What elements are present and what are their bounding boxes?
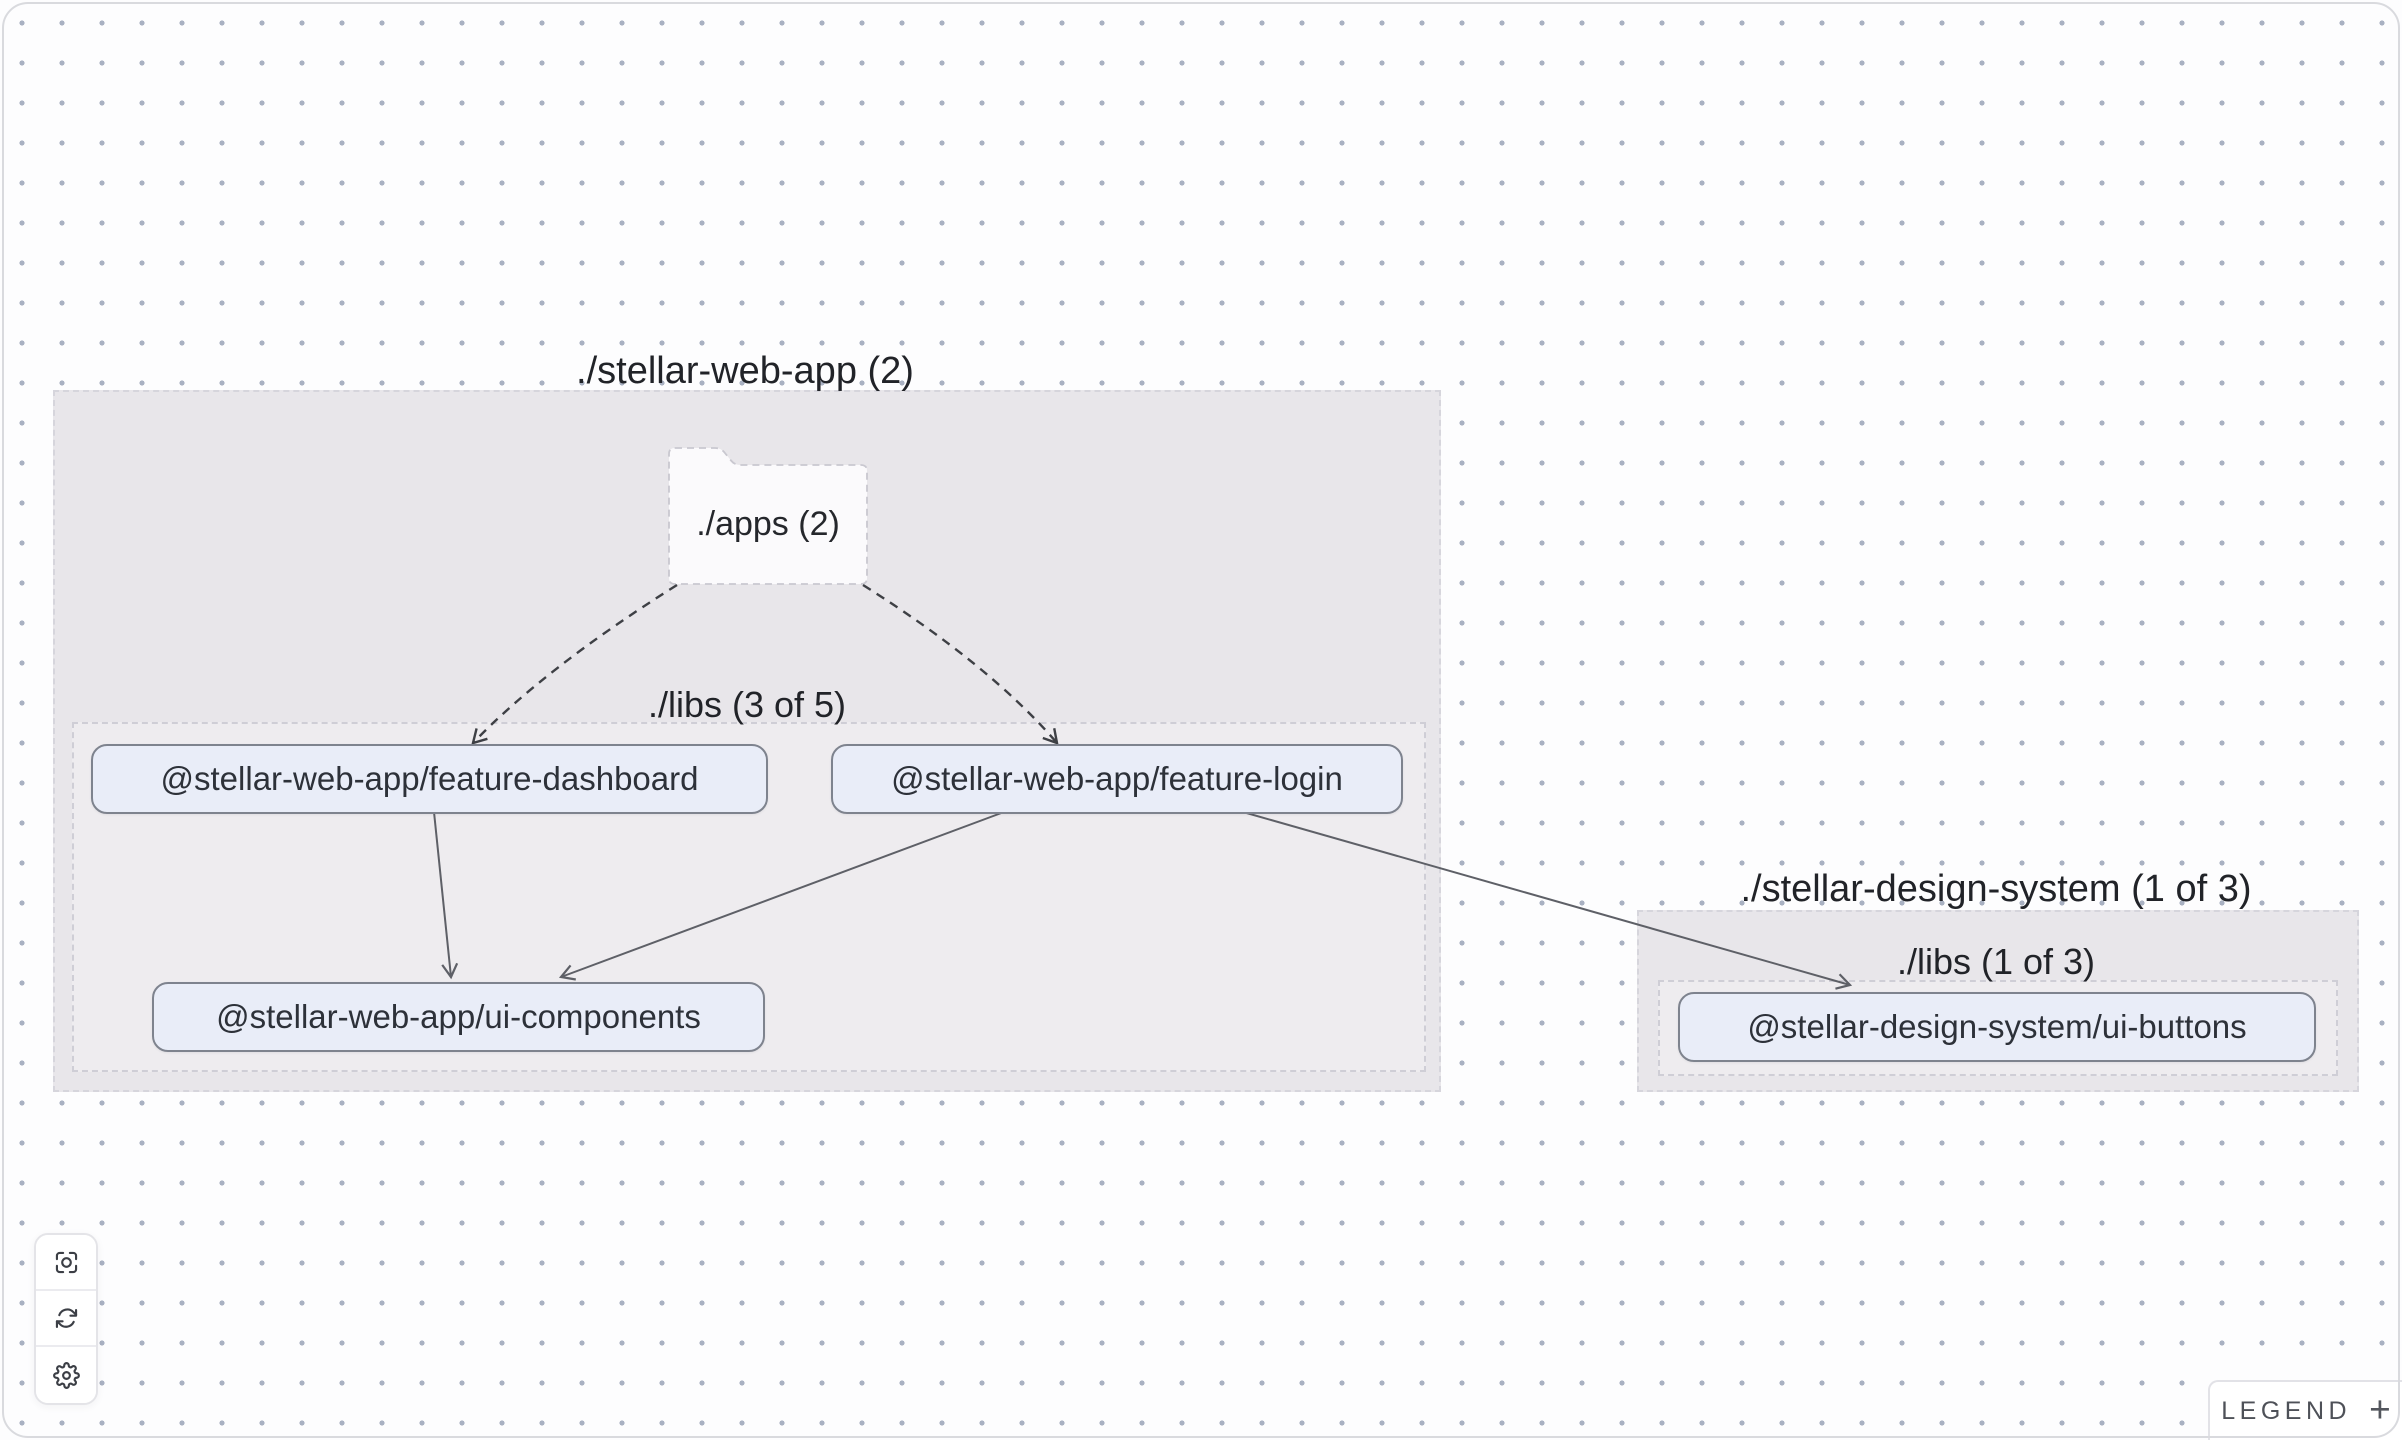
refresh-icon [55,1307,77,1328]
edge-feature-login-to-ui-buttons [1242,811,1853,990]
group-title-stellar-web-app: ./stellar-web-app (2) [576,350,914,392]
plus-icon: + [2369,1389,2391,1430]
project-node-label: @stellar-web-app/feature-dashboard [160,760,699,797]
project-node-label: @stellar-design-system/ui-buttons [1747,1008,2247,1045]
subgroup-label-libs-stellar-design-system: ./libs (1 of 3) [1896,941,2096,982]
refresh-button[interactable] [36,1291,96,1347]
folder-icon [668,447,868,585]
edge-feature-dashboard-to-ui-components [433,811,459,980]
edge-feature-login-to-ui-components [558,811,1005,981]
project-node-feature-dashboard[interactable]: @stellar-web-app/feature-dashboard [91,744,768,814]
project-node-label: @stellar-web-app/ui-components [216,998,701,1035]
project-node-ui-components[interactable]: @stellar-web-app/ui-components [152,982,765,1052]
subgroup-label-libs-stellar-web-app: ./libs (3 of 5) [647,684,847,725]
project-node-ui-buttons[interactable]: @stellar-design-system/ui-buttons [1678,992,2316,1062]
legend-label: LEGEND [2221,1396,2352,1425]
settings-button[interactable] [36,1347,96,1403]
gear-icon [52,1361,80,1389]
focus-button[interactable] [36,1235,96,1291]
project-node-feature-login[interactable]: @stellar-web-app/feature-login [831,744,1403,814]
edge-apps-to-feature-login [862,583,1059,745]
group-title-stellar-design-system: ./stellar-design-system (1 of 3) [1740,868,2252,910]
folder-node-apps[interactable]: ./apps (2) [668,433,868,585]
focus-icon [55,1251,77,1273]
edge-apps-to-feature-dashboard [471,583,678,745]
legend-button[interactable]: LEGEND + [2208,1380,2402,1440]
folder-node-label: ./apps (2) [696,504,840,543]
project-node-label: @stellar-web-app/feature-login [891,760,1343,797]
graph-controls-panel [34,1233,98,1405]
